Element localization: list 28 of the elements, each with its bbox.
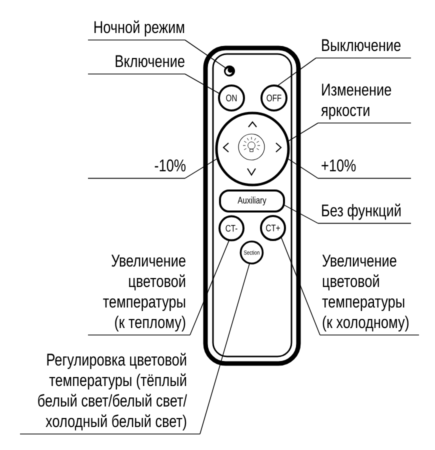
callout-label: +10%: [318, 159, 412, 179]
leader-line: [200, 262, 250, 434]
leader-line: [184, 74, 220, 94]
direction-pad: [215, 112, 290, 186]
moon-icon: [224, 66, 235, 76]
callout-label: Ночной режим: [88, 20, 186, 40]
leader-line: [184, 40, 226, 68]
round-button: ON: [218, 84, 245, 112]
callout-label: -10%: [88, 159, 186, 179]
callout-label: Увеличение цветовой температуры (к теплому): [88, 254, 190, 336]
leader-line: [287, 122, 318, 142]
leader-line: [284, 204, 318, 224]
round-button: OFF: [260, 84, 288, 112]
leader-line: [280, 236, 320, 336]
callout-label: Выключение: [316, 39, 412, 58]
round-button: CT+: [260, 215, 286, 241]
callout-label: Регулировка цветовой температуры (тёплый белый свет/белый свет/ холодный белый свет): [20, 352, 200, 434]
round-button: CT-: [218, 215, 244, 242]
callout-label: Включение: [88, 55, 186, 74]
pill-button: Auxiliary: [219, 190, 285, 212]
callout-label: Изменение яркости: [318, 84, 412, 124]
remote-control: [203, 46, 301, 366]
leader-line: [184, 158, 218, 179]
leader-line: [276, 58, 316, 86]
leader-line: [190, 240, 230, 336]
callout-label: Увеличение цветовой температуры (к холодному): [320, 254, 420, 336]
leader-line: [286, 158, 318, 179]
callout-label: Без функций: [318, 204, 412, 224]
